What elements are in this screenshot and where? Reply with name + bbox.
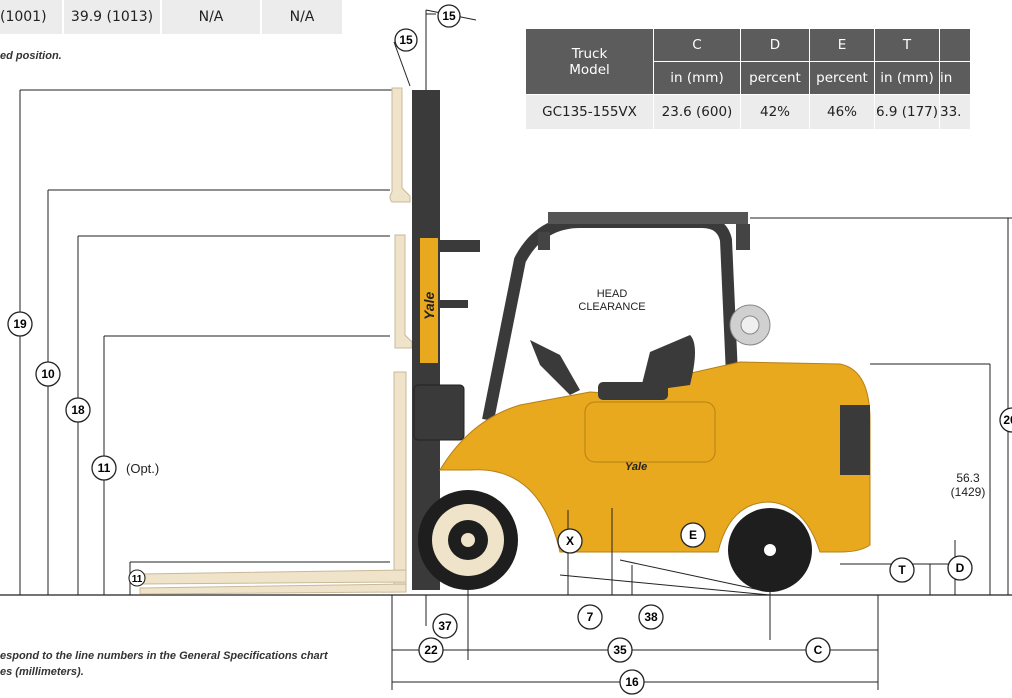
head-clearance-line2: CLEARANCE [578, 301, 645, 313]
header-letter-d: D [740, 28, 810, 62]
svg-text:T: T [898, 563, 906, 577]
dim-label-19: 19 [7, 311, 33, 337]
dim-label-22: 22 [418, 637, 444, 663]
header-letter-extra [939, 28, 971, 62]
table-row: GC135-155VX 23.6 (600) 42% 46% 6.9 (177)… [525, 94, 971, 130]
header-unit-extra: in [939, 61, 971, 95]
dim-label-d: D [947, 555, 973, 581]
svg-text:X: X [566, 534, 574, 548]
svg-text:D: D [956, 561, 965, 575]
svg-text:10: 10 [41, 367, 55, 381]
footnote-line2: es (millimeters). [0, 666, 84, 678]
dim-label-7: 7 [577, 604, 603, 630]
guard-light [736, 224, 750, 250]
svg-text:7: 7 [587, 610, 594, 624]
table-cell: N/A [161, 0, 262, 34]
height-value-mm: (1429) [951, 485, 986, 499]
table-header-row: Truck Model C D E T [525, 28, 971, 95]
cell-e: 46% [809, 94, 875, 130]
dim-label-x: X [557, 528, 583, 554]
svg-text:11: 11 [98, 461, 111, 475]
body-brand-text: Yale [625, 461, 647, 473]
head-clearance-line1: HEAD [597, 288, 628, 300]
dim-label-t: T [889, 557, 915, 583]
fork-silhouettes [139, 87, 413, 595]
svg-text:16: 16 [625, 675, 639, 689]
svg-text:15: 15 [442, 9, 456, 23]
dim-label-10: 10 [35, 361, 61, 387]
height-value: 56.3 [956, 471, 980, 485]
svg-text:E: E [689, 528, 697, 542]
svg-text:37: 37 [438, 619, 452, 633]
dim-label-20: 20 [999, 407, 1012, 433]
table-row: (1001) 39.9 (1013) N/A N/A [0, 0, 344, 34]
dim-label-c: C [805, 637, 831, 663]
opt-label: (Opt.) [126, 461, 159, 476]
header-unit-e: percent [809, 61, 875, 95]
spec-table: Truck Model C D E T in (mm) percent perc… [525, 28, 971, 130]
table-cell: (1001) [0, 0, 64, 34]
header-truck-model: Truck Model [525, 28, 654, 95]
position-note: ed position. [0, 50, 62, 62]
footnote-line1: espond to the line numbers in the Genera… [0, 650, 328, 662]
table-cell: 39.9 (1013) [63, 0, 162, 34]
header-letter-t: T [874, 28, 940, 62]
header-letter-e: E [809, 28, 875, 62]
svg-text:15: 15 [399, 33, 413, 47]
cell-d: 42% [740, 94, 810, 130]
svg-text:18: 18 [71, 403, 85, 417]
height-dimension-lines [19, 89, 392, 595]
cell-c: 23.6 (600) [653, 94, 741, 130]
header-model-line1: Truck [571, 45, 608, 62]
dim-label-15a: 15 [437, 4, 461, 28]
cell-model: GC135-155VX [525, 94, 654, 130]
cell-extra: 33. [939, 94, 971, 130]
rear-wheel [728, 508, 812, 592]
front-wheel [418, 490, 518, 590]
svg-text:C: C [814, 643, 823, 657]
table-subheader-row: in (mm) percent percent in (mm) in [526, 61, 971, 95]
dim-label-35: 35 [607, 637, 633, 663]
dim-label-18: 18 [65, 397, 91, 423]
dim-label-15b: 15 [394, 28, 418, 52]
header-unit-c: in (mm) [653, 61, 741, 95]
seat [530, 335, 695, 400]
dimension-circles: 15 15 19 10 18 11 11 20 X E T D 37 7 38 … [7, 4, 1012, 695]
dimensions-table-partial: (1001) 39.9 (1013) N/A N/A [0, 0, 344, 34]
truck-body: Yale [439, 361, 871, 553]
svg-text:35: 35 [613, 643, 627, 657]
svg-text:19: 19 [13, 317, 27, 331]
guard-roof [548, 212, 748, 224]
dim-label-16: 16 [619, 669, 645, 695]
header-letter-c: C [653, 28, 741, 62]
dim-label-38: 38 [638, 604, 664, 630]
dim-label-e: E [680, 522, 706, 548]
dim-label-11: 11 [91, 455, 117, 481]
header-unit-t: in (mm) [874, 61, 940, 95]
svg-text:38: 38 [644, 610, 658, 624]
dim-label-11b: 11 [128, 569, 146, 587]
table-cell: N/A [261, 0, 344, 34]
lpg-tank [729, 304, 771, 346]
guard-light-left [538, 232, 550, 250]
svg-text:22: 22 [424, 643, 438, 657]
svg-text:11: 11 [132, 574, 143, 585]
svg-text:20: 20 [1003, 413, 1012, 427]
header-model-line2: Model [569, 61, 610, 78]
mast-brand-text: Yale [421, 292, 437, 320]
cell-t: 6.9 (177) [874, 94, 940, 130]
dim-label-37: 37 [432, 613, 458, 639]
